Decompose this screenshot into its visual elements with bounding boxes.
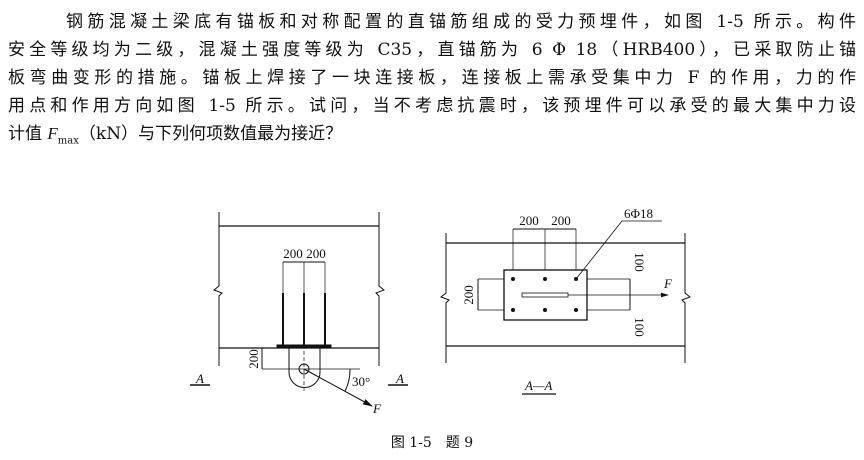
section-mark: A xyxy=(195,371,204,386)
problem-line-2: 安全等级均为二级，混凝土强度等级为 C35，直锚筋为 6 Φ 18（HRB400… xyxy=(8,40,856,60)
problem-line-1: 钢筋混凝土梁底有锚板和对称配置的直锚筋组成的受力预埋件，如图 1-5 所示。构件 xyxy=(66,12,856,32)
dim-label: 200 xyxy=(551,213,571,228)
text: （kN）与下列何项数值最为接近？ xyxy=(78,124,343,144)
problem-line-5: 计值 Fmax（kN）与下列何项数值最为接近？ xyxy=(8,124,342,151)
problem-line-3: 板弯曲变形的措施。锚板上焊接了一块连接板，连接板上需承受集中力 F 的作用，力的… xyxy=(8,68,856,88)
dim-label: 200 xyxy=(246,349,261,369)
dim-label: 200 xyxy=(519,213,539,228)
dim-label: 200 xyxy=(461,285,476,305)
force-variable: F xyxy=(47,124,58,143)
subscript: max xyxy=(57,135,79,147)
dim-label: 200 xyxy=(283,246,303,261)
section-view: 200 200 200 100 100 6Φ18 F A—A xyxy=(440,206,691,395)
angle-label: 30° xyxy=(352,374,370,389)
section-mark: A xyxy=(395,371,404,386)
section-title: A—A xyxy=(524,378,553,393)
elevation-view: 200 200 200 30° F A A xyxy=(190,212,408,416)
text: 计值 xyxy=(8,124,48,144)
force-label: F xyxy=(372,401,382,416)
problem-line-4: 用点和作用方向如图 1-5 所示。试问，当不考虑抗震时，该预埋件可以承受的最大集… xyxy=(8,96,856,116)
rebar-label: 6Φ18 xyxy=(624,206,653,221)
dim-label: 100 xyxy=(632,252,647,272)
dim-label: 200 xyxy=(306,246,326,261)
figure-caption: 图 1-5 题 9 xyxy=(390,435,474,451)
dim-label: 100 xyxy=(632,317,647,337)
force-label: F xyxy=(663,276,673,291)
